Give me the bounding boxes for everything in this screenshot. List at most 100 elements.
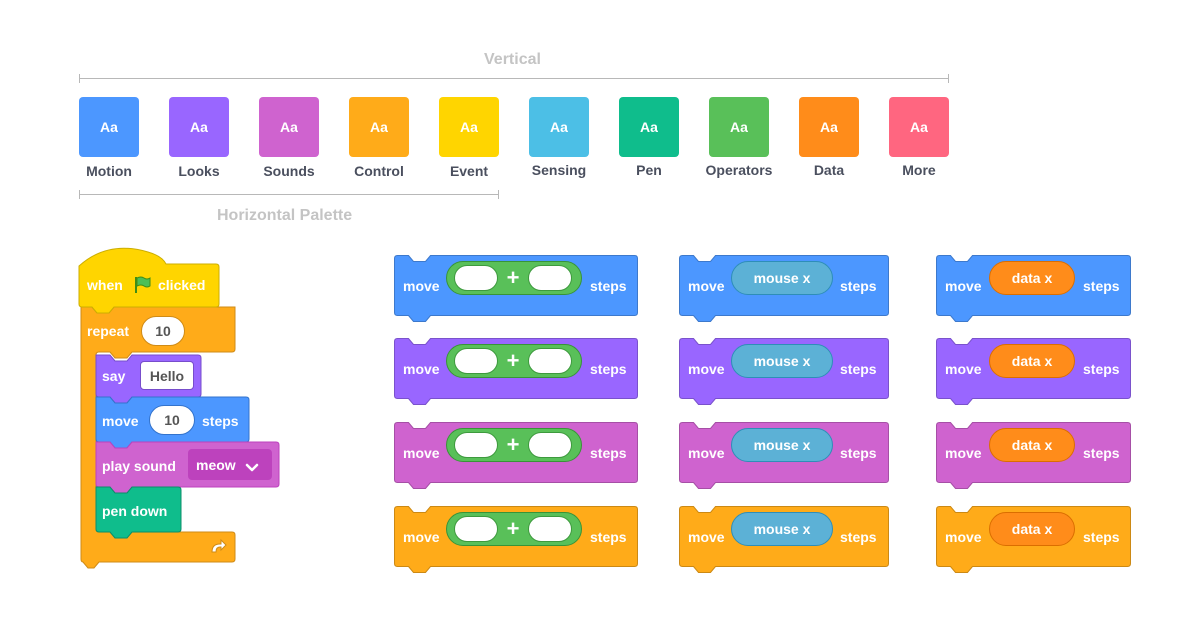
right-operand-input[interactable] xyxy=(528,432,572,458)
move-block-data-4[interactable]: move data x steps xyxy=(936,506,1131,574)
block-steps-label: steps xyxy=(590,445,627,461)
block-move-label: move xyxy=(403,361,440,377)
block-steps-label: steps xyxy=(1083,361,1120,377)
block-steps-label: steps xyxy=(1083,445,1120,461)
data-x-reporter[interactable]: data x xyxy=(989,428,1075,462)
vertical-rule-left-tick xyxy=(79,74,80,83)
move-steps-text: steps xyxy=(202,413,239,429)
palette-icon-data: Aa xyxy=(820,119,838,135)
palette-label-more: More xyxy=(902,162,936,178)
vertical-rule-right-tick xyxy=(948,74,949,83)
palette-icon-looks: Aa xyxy=(190,119,208,135)
repeat-count-input[interactable]: 10 xyxy=(141,316,185,346)
block-move-label: move xyxy=(945,445,982,461)
block-move-label: move xyxy=(945,278,982,294)
move-block-mouse-1[interactable]: move mouse x steps xyxy=(679,255,889,323)
block-move-label: move xyxy=(403,529,440,545)
sound-dropdown[interactable]: meow xyxy=(188,449,272,480)
move-block-mouse-3[interactable]: move mouse x steps xyxy=(679,422,889,490)
script-stack: when clicked repeat 10 say Hello move 10… xyxy=(78,246,288,576)
green-flag-icon[interactable] xyxy=(132,275,152,295)
data-x-reporter[interactable]: data x xyxy=(989,512,1075,546)
mouse-x-label: mouse x xyxy=(753,437,811,453)
plus-sign: + xyxy=(506,265,520,290)
move-steps-input[interactable]: 10 xyxy=(149,405,195,435)
chevron-down-icon xyxy=(245,460,259,471)
palette-tile-sensing[interactable]: Aa xyxy=(529,97,589,157)
left-operand-input[interactable] xyxy=(454,516,498,542)
palette-icon-sensing: Aa xyxy=(550,119,568,135)
pen-down-label: pen down xyxy=(102,503,168,519)
palette-tile-event[interactable]: Aa xyxy=(439,97,499,157)
add-operator-reporter[interactable]: + xyxy=(446,344,582,378)
play-sound-label: play sound xyxy=(102,458,176,474)
horizontal-rule xyxy=(79,194,499,195)
data-x-reporter[interactable]: data x xyxy=(989,261,1075,295)
move-block-data-2[interactable]: move data x steps xyxy=(936,338,1131,406)
mouse-x-reporter[interactable]: mouse x xyxy=(731,512,833,546)
palette-tile-motion[interactable]: Aa xyxy=(79,97,139,157)
palette-tile-control[interactable]: Aa xyxy=(349,97,409,157)
move-block-plus-2[interactable]: move + steps xyxy=(394,338,638,406)
add-operator-reporter[interactable]: + xyxy=(446,512,582,546)
palette-tile-more[interactable]: Aa xyxy=(889,97,949,157)
block-move-label: move xyxy=(945,361,982,377)
palette-icon-pen: Aa xyxy=(640,119,658,135)
horizontal-rule-right-tick xyxy=(498,190,499,199)
palette-tile-operators[interactable]: Aa xyxy=(709,97,769,157)
move-block-data-3[interactable]: move data x steps xyxy=(936,422,1131,490)
block-steps-label: steps xyxy=(840,278,877,294)
palette-label-sounds: Sounds xyxy=(263,163,315,179)
block-steps-label: steps xyxy=(590,361,627,377)
mouse-x-reporter[interactable]: mouse x xyxy=(731,344,833,378)
block-steps-label: steps xyxy=(1083,278,1120,294)
block-steps-label: steps xyxy=(590,529,627,545)
horizontal-palette-heading: Horizontal Palette xyxy=(217,207,353,224)
mouse-x-reporter[interactable]: mouse x xyxy=(731,261,833,295)
palette-tile-looks[interactable]: Aa xyxy=(169,97,229,157)
data-x-label: data x xyxy=(1011,353,1053,369)
hat-clicked-text: clicked xyxy=(158,277,206,293)
block-steps-label: steps xyxy=(590,278,627,294)
hat-when-text: when xyxy=(87,277,123,293)
palette-tile-pen[interactable]: Aa xyxy=(619,97,679,157)
right-operand-input[interactable] xyxy=(528,348,572,374)
palette-tile-sounds[interactable]: Aa xyxy=(259,97,319,157)
sound-dropdown-value: meow xyxy=(196,456,236,473)
move-block-data-1[interactable]: move data x steps xyxy=(936,255,1131,323)
block-move-label: move xyxy=(403,278,440,294)
data-x-reporter[interactable]: data x xyxy=(989,344,1075,378)
palette-icon-control: Aa xyxy=(370,119,388,135)
palette-icon-sounds: Aa xyxy=(280,119,298,135)
block-steps-label: steps xyxy=(1083,529,1120,545)
block-steps-label: steps xyxy=(840,445,877,461)
block-move-label: move xyxy=(688,445,725,461)
block-steps-label: steps xyxy=(840,361,877,377)
mouse-x-label: mouse x xyxy=(753,521,811,537)
palette-tile-data[interactable]: Aa xyxy=(799,97,859,157)
data-x-label: data x xyxy=(1011,437,1053,453)
move-block-plus-4[interactable]: move + steps xyxy=(394,506,638,574)
palette-icon-event: Aa xyxy=(460,119,478,135)
add-operator-reporter[interactable]: + xyxy=(446,428,582,462)
right-operand-input[interactable] xyxy=(528,265,572,291)
left-operand-input[interactable] xyxy=(454,265,498,291)
move-block-plus-3[interactable]: move+steps xyxy=(394,422,638,490)
palette-label-sensing: Sensing xyxy=(531,162,587,178)
mouse-x-reporter[interactable]: mouse x xyxy=(731,428,833,462)
block-move-label: move xyxy=(945,529,982,545)
left-operand-input[interactable] xyxy=(454,432,498,458)
add-operator-reporter[interactable]: + xyxy=(446,261,582,295)
horizontal-rule-left-tick xyxy=(79,190,80,199)
block-move-label: move xyxy=(688,278,725,294)
palette-label-data: Data xyxy=(813,162,845,178)
left-operand-input[interactable] xyxy=(454,348,498,374)
block-steps-label: steps xyxy=(840,529,877,545)
plus-sign: + xyxy=(506,348,520,373)
say-text-input[interactable]: Hello xyxy=(140,361,194,390)
move-block-plus-1[interactable]: move + steps xyxy=(394,255,638,323)
right-operand-input[interactable] xyxy=(528,516,572,542)
palette-label-pen: Pen xyxy=(636,162,662,178)
